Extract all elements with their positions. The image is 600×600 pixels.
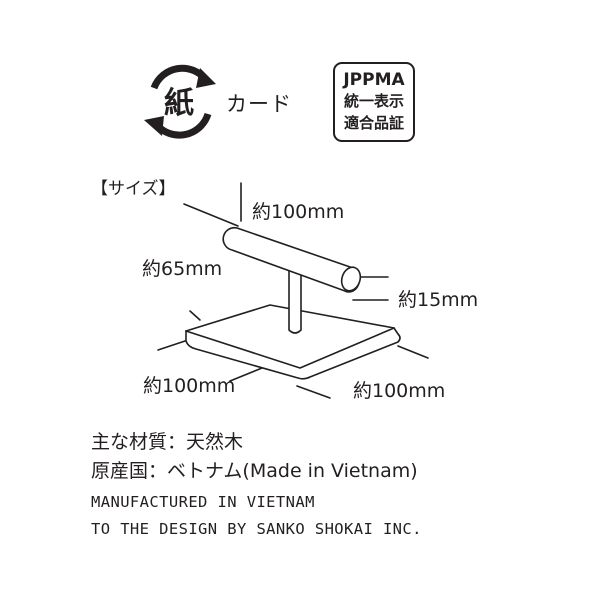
material-line: 主な材質：天然木 [91, 431, 244, 453]
dim-line-base-top-left [189, 310, 201, 321]
dim-line-top-left [183, 203, 239, 227]
bar-end [340, 266, 362, 292]
dim-label-height: 約65mm [142, 258, 223, 280]
paper-recycle-icon: 紙 [136, 58, 222, 144]
jppma-title: JPPMA [343, 70, 405, 90]
recycle-label: カード [226, 92, 292, 116]
manufacturer-line-2: TO THE DESIGN BY SANKO SHOKAI INC. [91, 520, 422, 538]
dim-label-width-top: 約100mm [252, 201, 345, 223]
manufacturer-line-1: MANUFACTURED IN VIETNAM [91, 493, 315, 511]
jppma-badge: JPPMA 統一表示 適合品証 [333, 62, 415, 142]
size-heading: 【サイズ】 [91, 179, 176, 199]
dim-label-bar-diameter: 約15mm [398, 289, 479, 311]
dim-line-base-right-2 [397, 345, 429, 359]
dim-label-base-left: 約100mm [143, 375, 236, 397]
jppma-line-1: 統一表示 [343, 92, 404, 110]
dim-line-base-left-2 [229, 367, 263, 382]
base-side-face [185, 327, 401, 380]
dim-line-base-right-1 [296, 385, 331, 399]
dim-label-base-right: 約100mm [353, 380, 446, 402]
origin-line: 原産国：ベトナム(Made in Vietnam) [91, 460, 418, 482]
jppma-line-2: 適合品証 [343, 114, 404, 132]
recycle-symbol-text: 紙 [164, 86, 194, 121]
dim-line-base-left-1 [157, 339, 189, 351]
